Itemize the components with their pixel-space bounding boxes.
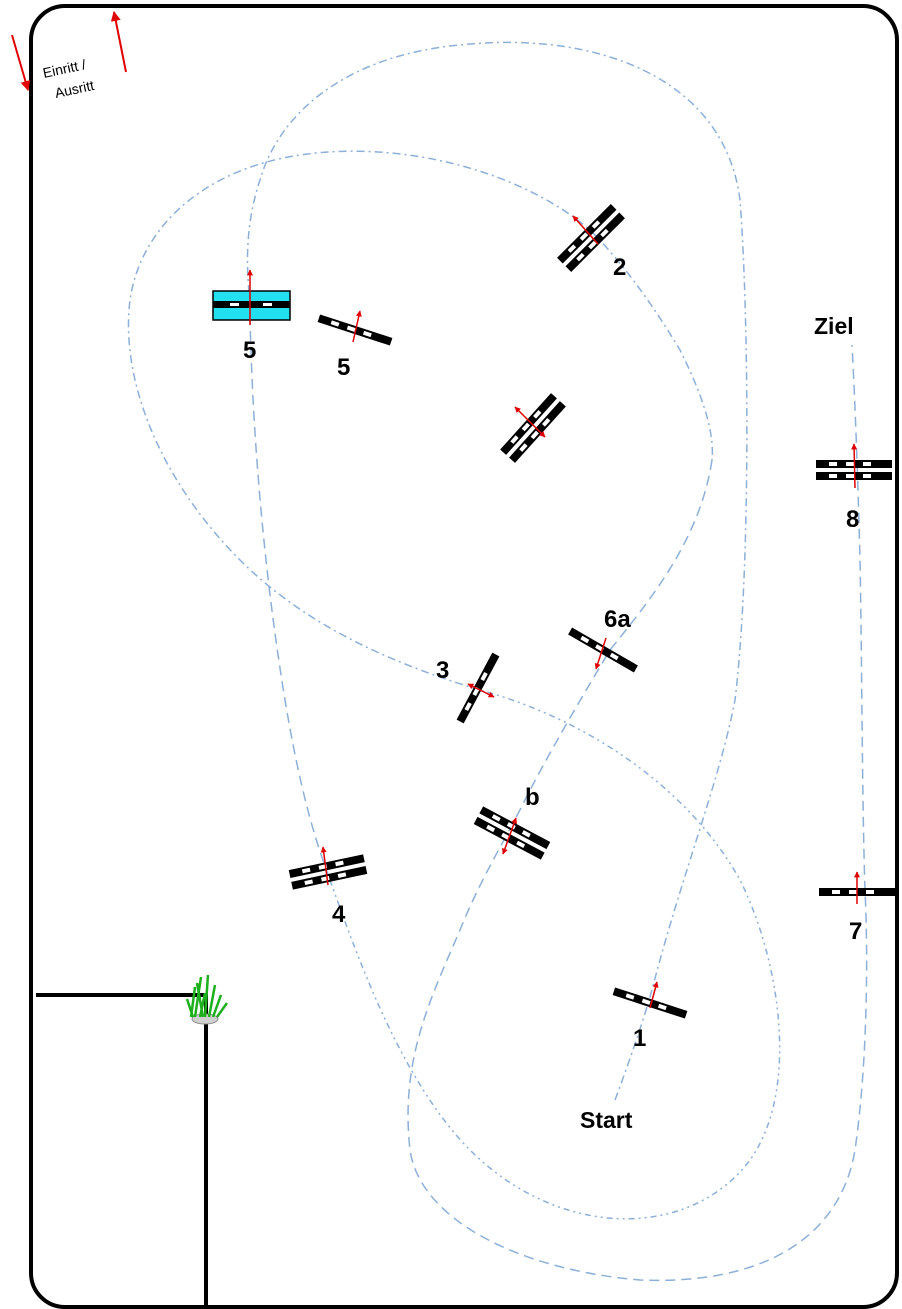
obstacle-unnumbered-oxer — [500, 393, 566, 463]
obstacle-5-single-direction-arrow — [352, 310, 362, 343]
obstacle-2-direction-arrow — [572, 215, 599, 245]
exit-arrow-out — [110, 11, 127, 73]
start-label: Start — [580, 1107, 633, 1133]
corner-enclosure — [36, 993, 208, 1307]
obstacle-4-direction-arrow — [320, 846, 329, 886]
obstacle-6a-direction-arrow — [594, 637, 607, 670]
obstacle-6b-label: b — [525, 784, 540, 811]
obstacle-6b — [474, 806, 550, 859]
obstacle-1-label: 1 — [633, 1025, 646, 1052]
obstacle-8-direction-arrow — [851, 443, 858, 489]
entrance-label-line2: Ausritt — [53, 77, 95, 101]
obstacle-3 — [456, 652, 500, 724]
entrance-arrow-in — [11, 34, 31, 91]
arena-border — [29, 4, 899, 1309]
entrance-label-line1: Einritt / — [41, 56, 87, 81]
obstacle-8-label: 8 — [846, 506, 859, 533]
obstacle-1-direction-arrow — [649, 981, 659, 1009]
obstacle-6a-label: 6a — [604, 606, 631, 633]
obstacle-unnumbered-direction-arrow — [514, 406, 546, 438]
course-path — [127, 41, 868, 1282]
obstacle-6b-direction-arrow — [502, 817, 517, 855]
grass-plant-icon — [185, 974, 229, 1025]
obstacle-5-single-label: 5 — [337, 354, 350, 381]
obstacle-4-label: 4 — [332, 901, 346, 928]
obstacle-5-water-label: 5 — [243, 337, 256, 364]
obstacle-7-label: 7 — [849, 918, 862, 945]
obstacle-5-water — [212, 290, 291, 321]
finish-label: Ziel — [814, 313, 854, 339]
obstacle-1 — [612, 987, 688, 1019]
obstacle-3-direction-arrow — [467, 683, 495, 698]
obstacle-2-label: 2 — [613, 254, 626, 281]
obstacle-3-label: 3 — [436, 657, 449, 684]
obstacle-6a — [568, 627, 638, 673]
